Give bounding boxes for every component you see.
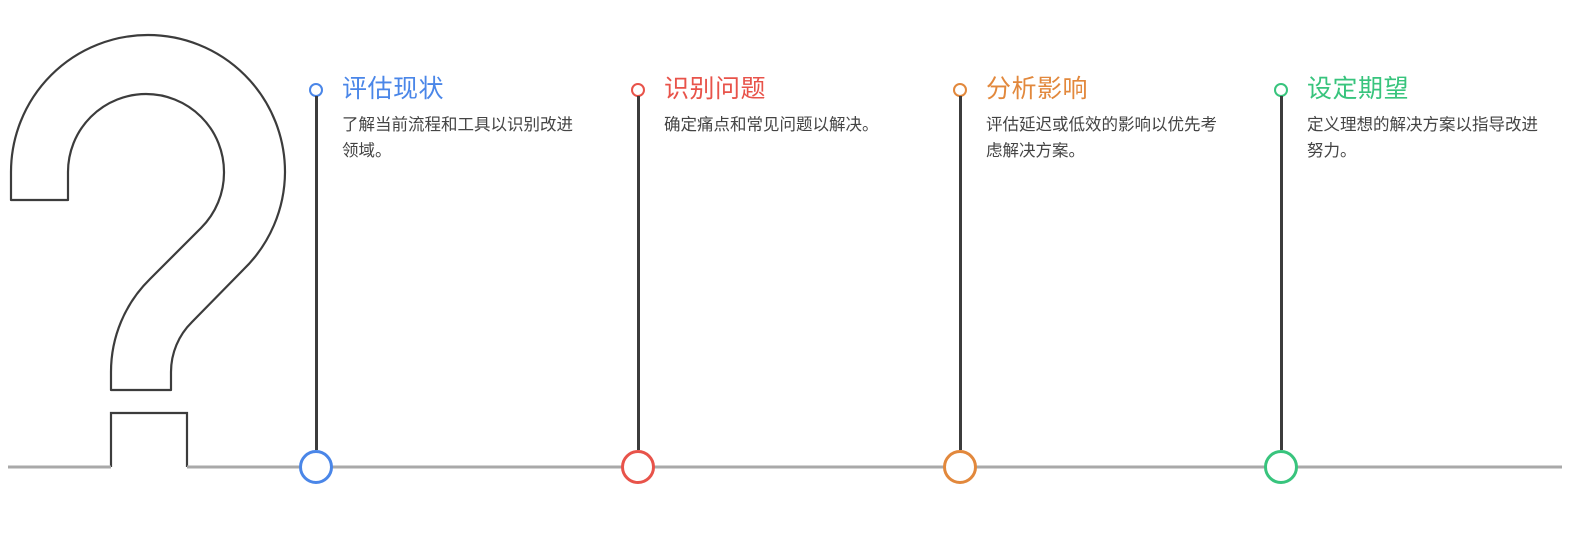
milestone-text-block: 识别问题 确定痛点和常见问题以解决。 — [664, 74, 914, 138]
milestone-text-block: 设定期望 定义理想的解决方案以指导改进努力。 — [1307, 74, 1557, 164]
milestone-title: 设定期望 — [1307, 75, 1410, 103]
connector-stem — [636, 96, 640, 450]
large-circle-marker[interactable] — [1264, 450, 1298, 484]
large-circle-marker[interactable] — [943, 450, 977, 484]
milestone-description: 定义理想的解决方案以指导改进努力。 — [1307, 116, 1538, 160]
small-circle-marker — [953, 83, 967, 97]
connector-stem — [314, 96, 318, 450]
small-circle-marker — [309, 83, 323, 97]
small-circle-marker — [631, 83, 645, 97]
large-circle-marker[interactable] — [621, 450, 655, 484]
question-mark-icon — [9, 33, 287, 467]
milestone-text-block: 分析影响 评估延迟或低效的影响以优先考虑解决方案。 — [986, 74, 1236, 164]
connector-stem — [1279, 96, 1283, 450]
connector-stem — [958, 96, 962, 450]
milestone-text-block: 评估现状 了解当前流程和工具以识别改进领域。 — [342, 74, 592, 164]
milestone-title: 评估现状 — [342, 75, 445, 103]
milestone-title: 识别问题 — [664, 75, 767, 103]
milestone-description: 了解当前流程和工具以识别改进领域。 — [342, 116, 573, 160]
milestone-description: 确定痛点和常见问题以解决。 — [664, 116, 879, 134]
large-circle-marker[interactable] — [299, 450, 333, 484]
milestone-description: 评估延迟或低效的影响以优先考虑解决方案。 — [986, 116, 1217, 160]
small-circle-marker — [1274, 83, 1288, 97]
milestone-title: 分析影响 — [986, 75, 1089, 103]
question-mark-decoration — [0, 0, 320, 500]
